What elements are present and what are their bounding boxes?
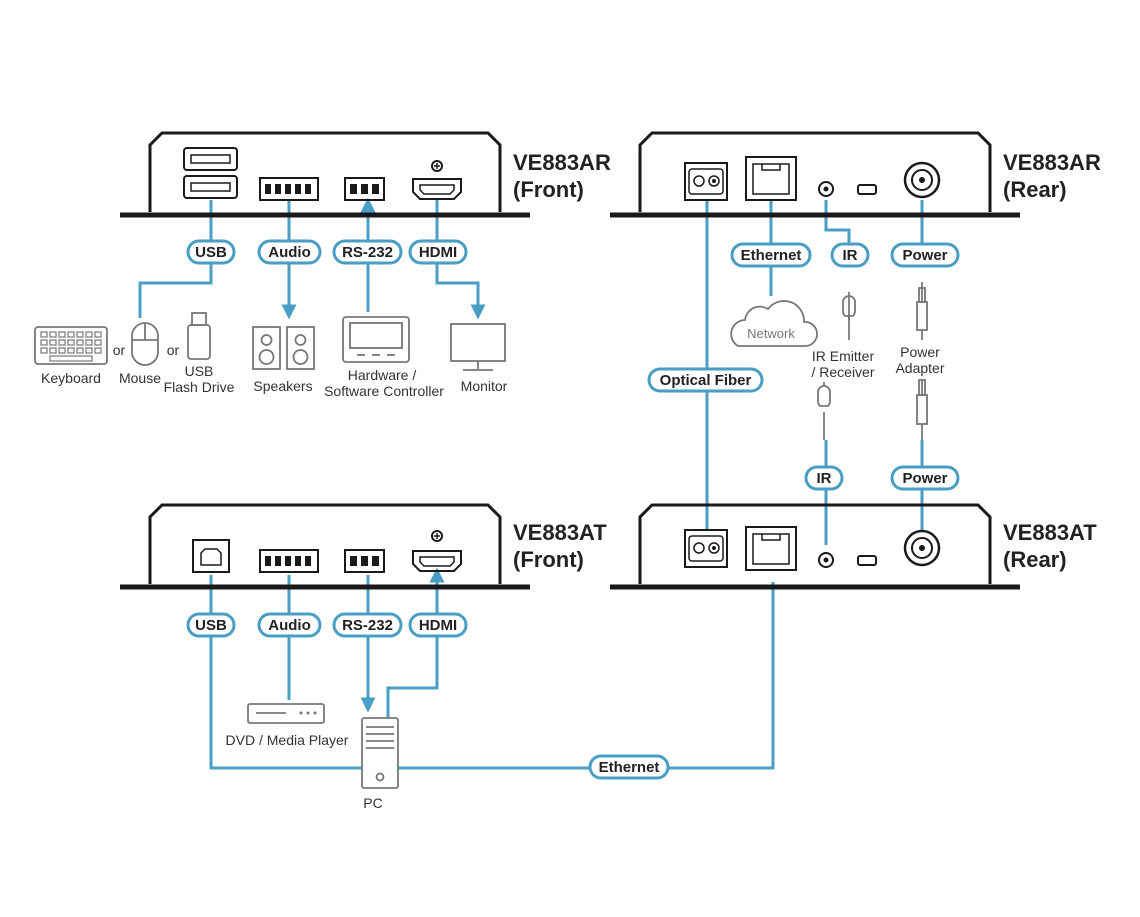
or-label-2: or	[167, 342, 180, 358]
at-rear-model: VE883AT	[1003, 520, 1097, 545]
at-front-model: VE883AT	[513, 520, 607, 545]
svg-text:HDMI: HDMI	[419, 244, 457, 261]
svg-text:RS-232: RS-232	[342, 244, 393, 261]
svg-text:Power: Power	[902, 470, 947, 487]
pill-at-hdmi: HDMI	[408, 612, 468, 638]
ir-emitter-icon	[817, 295, 856, 407]
at-rear-side: (Rear)	[1003, 547, 1067, 572]
usb-b-port	[192, 539, 230, 573]
monitor-icon	[450, 323, 506, 371]
svg-text:Power: Power	[902, 247, 947, 264]
pill-ar-power: Power	[890, 242, 960, 268]
usb-flash-label-1: USB	[185, 363, 214, 379]
ethernet-port	[745, 526, 797, 571]
usb-port-2	[183, 175, 238, 199]
ar-rear-model: VE883AR	[1003, 150, 1101, 175]
svg-text:IR: IR	[817, 470, 832, 487]
ve883at-front-device	[120, 503, 530, 590]
hdmi-port	[412, 550, 462, 572]
controller-label-1: Hardware /	[348, 367, 417, 383]
ve883at-rear-device	[610, 503, 1020, 590]
ve883ar-rear-device	[610, 131, 1020, 218]
power-adapter-icon	[916, 287, 928, 425]
svg-text:USB: USB	[195, 617, 227, 634]
optical-port	[684, 162, 728, 201]
ir-label-1: IR Emitter	[812, 348, 875, 364]
svg-text:IR: IR	[843, 247, 858, 264]
svg-text:RS-232: RS-232	[342, 617, 393, 634]
dvd-player-icon	[247, 703, 325, 724]
ir-label-2: / Receiver	[811, 364, 874, 380]
svg-text:USB: USB	[195, 244, 227, 261]
hdmi-port	[412, 178, 462, 200]
audio-port	[259, 549, 319, 573]
svg-text:HDMI: HDMI	[419, 617, 457, 634]
controller-icon	[342, 316, 410, 363]
pill-at-usb: USB	[186, 612, 236, 638]
pill-ar-usb: USB	[186, 239, 236, 265]
power-label-1: Power	[900, 344, 940, 360]
ar-rear-side: (Rear)	[1003, 177, 1067, 202]
power-port	[903, 161, 941, 199]
pill-ar-audio: Audio	[257, 239, 322, 265]
power-port	[903, 529, 941, 567]
rs232-port	[344, 177, 385, 201]
svg-text:Audio: Audio	[268, 617, 311, 634]
pill-ar-hdmi: HDMI	[408, 239, 468, 265]
power-label-2: Adapter	[895, 360, 944, 376]
ir-port	[818, 552, 834, 568]
usb-flash-label-2: Flash Drive	[164, 379, 235, 395]
pill-at-rs232: RS-232	[332, 612, 403, 638]
ir-port	[818, 181, 834, 197]
svg-text:Ethernet: Ethernet	[741, 247, 802, 264]
ar-front-side: (Front)	[513, 177, 584, 202]
optical-port	[684, 529, 728, 568]
mini-usb-port	[857, 184, 877, 195]
audio-port	[259, 177, 319, 201]
keyboard-label: Keyboard	[41, 370, 101, 386]
connection-pills: USB Audio RS-232 HDMI Ethernet IR Power …	[186, 239, 960, 780]
controller-label-2: Software Controller	[324, 383, 444, 399]
pill-at-audio: Audio	[257, 612, 322, 638]
pill-ar-ir: IR	[830, 242, 870, 268]
ar-front-model: VE883AR	[513, 150, 611, 175]
pc-label: PC	[363, 795, 382, 811]
mouse-label: Mouse	[119, 370, 161, 386]
pill-optical-fiber: Optical Fiber	[647, 367, 764, 393]
usb-flash-drive-icon	[187, 312, 211, 360]
speakers-label: Speakers	[253, 378, 312, 394]
rs232-port	[344, 549, 385, 573]
speakers-icon	[252, 326, 315, 370]
ve883ar-front-device	[120, 131, 530, 218]
mouse-icon	[131, 322, 159, 366]
connection-lines	[138, 197, 924, 770]
pill-ar-ethernet: Ethernet	[730, 242, 812, 268]
keyboard-icon	[34, 326, 108, 365]
svg-text:Optical Fiber: Optical Fiber	[660, 372, 752, 389]
svg-text:Audio: Audio	[268, 244, 311, 261]
pc-icon	[361, 717, 399, 789]
dvd-label: DVD / Media Player	[226, 732, 349, 748]
pill-ar-rs232: RS-232	[332, 239, 403, 265]
pill-pc-ethernet: Ethernet	[588, 754, 670, 780]
network-label: Network	[747, 326, 795, 341]
or-label-1: or	[113, 342, 126, 358]
network-cloud-icon	[730, 300, 818, 347]
pill-at-power: Power	[890, 465, 960, 491]
peripheral-icons	[34, 287, 928, 789]
monitor-label: Monitor	[461, 378, 508, 394]
usb-port-1	[183, 147, 238, 171]
at-front-side: (Front)	[513, 547, 584, 572]
pill-at-ir: IR	[804, 465, 844, 491]
svg-text:Ethernet: Ethernet	[599, 759, 660, 776]
mini-usb-port	[857, 555, 877, 566]
ethernet-port	[745, 156, 797, 201]
